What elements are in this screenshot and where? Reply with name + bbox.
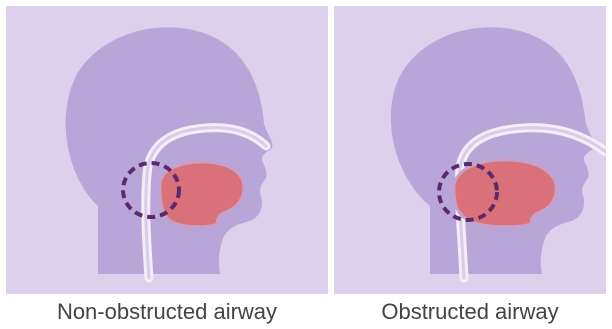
non-obstructed-illustration	[6, 6, 328, 294]
panel-non-obstructed	[6, 6, 328, 294]
caption-non-obstructed: Non-obstructed airway	[6, 299, 328, 329]
caption-obstructed: Obstructed airway	[334, 299, 606, 329]
obstructed-illustration	[334, 6, 606, 294]
panel-obstructed	[334, 6, 606, 294]
